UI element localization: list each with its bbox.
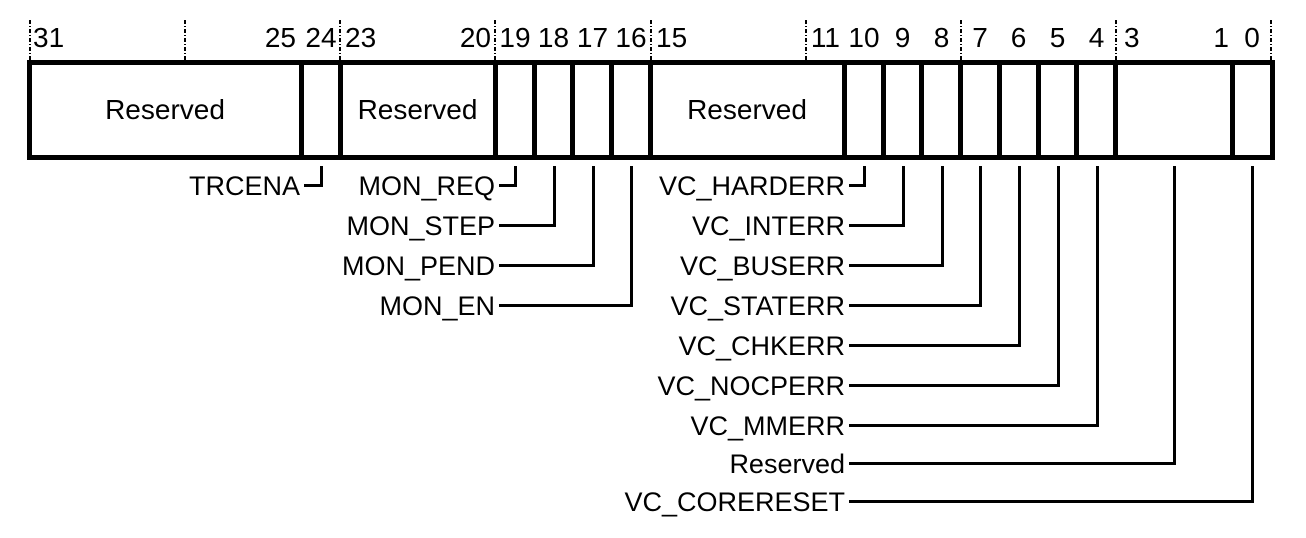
callout-line-vc-mmerr-v <box>1096 166 1099 427</box>
callout-label-mon-pend: MON_PEND <box>341 251 495 281</box>
callout-line-mon-step-v <box>553 166 556 227</box>
callout-label-trcena: TRCENA <box>188 171 300 201</box>
bit-number-20: 20 <box>459 22 491 53</box>
callout-label-vc-staterr: VC_STATERR <box>670 291 845 321</box>
bit-number-4: 4 <box>1088 22 1105 53</box>
callout-line-vc-nocperr-h <box>849 384 1060 387</box>
field-divider-b4 <box>1113 65 1118 155</box>
bit-number-23: 23 <box>345 22 377 53</box>
callout-line-vc-harderr-h <box>849 184 866 187</box>
bit-number-31: 31 <box>33 22 65 53</box>
ruler-tick-28 <box>184 20 186 62</box>
field-divider-b6 <box>1036 65 1041 155</box>
field-divider-b1 <box>1230 65 1235 155</box>
field-label-reserved-23-20: Reserved <box>357 94 478 125</box>
bit-number-16: 16 <box>615 22 647 53</box>
callout-line-vc-corereset-h <box>849 500 1254 503</box>
bit-number-5: 5 <box>1049 22 1066 53</box>
callout-line-vc-interr-v <box>902 166 905 227</box>
field-divider-b24 <box>338 65 343 155</box>
ruler-tick-0 <box>1270 20 1272 62</box>
ruler-tick-20 <box>494 20 496 62</box>
callout-label-mon-req: MON_REQ <box>358 171 495 201</box>
callout-line-mon-req-h <box>499 184 517 187</box>
ruler-tick-4 <box>1115 20 1117 62</box>
bit-number-10: 10 <box>848 22 880 53</box>
callout-line-mon-en-h <box>499 304 633 307</box>
callout-line-vc-chkerr-v <box>1018 166 1021 347</box>
callout-label-vc-chkerr: VC_CHKERR <box>678 331 845 361</box>
field-divider-b7 <box>997 65 1002 155</box>
callout-line-vc-buserr-h <box>849 264 944 267</box>
callout-line-mon-step-h <box>499 224 556 227</box>
callout-label-vc-nocperr: VC_NOCPERR <box>657 371 845 401</box>
callout-line-trcena-h <box>304 184 323 187</box>
callout-line-vc-corereset-v <box>1251 166 1254 503</box>
ruler-tick-12 <box>805 20 807 62</box>
ruler-tick-16 <box>650 20 652 62</box>
bit-number-18: 18 <box>537 22 570 53</box>
callout-line-vc-mmerr-h <box>849 424 1099 427</box>
callout-line-mon-en-v <box>630 166 633 307</box>
bit-number-8: 8 <box>933 22 950 53</box>
ruler-segment-15-11: 15 11 <box>656 20 840 56</box>
callout-label-vc-interr: VC_INTERR <box>691 211 845 241</box>
bit-number-17: 17 <box>576 22 609 53</box>
callout-line-reserved-3-1-h <box>849 462 1176 465</box>
bit-number-15: 15 <box>656 22 688 53</box>
bit-number-6: 6 <box>1010 22 1027 53</box>
ruler-segment-23-20: 23 20 <box>345 20 491 56</box>
ruler-tick-8 <box>960 20 962 62</box>
callout-line-vc-interr-h <box>849 224 905 227</box>
field-divider-b5 <box>1074 65 1079 155</box>
field-divider-b10 <box>881 65 886 155</box>
callout-label-reserved-3-1: Reserved <box>729 449 845 479</box>
callout-label-vc-harderr: VC_HARDERR <box>658 171 845 201</box>
bit-number-24: 24 <box>305 22 337 53</box>
bit-number-25: 25 <box>264 22 296 53</box>
bit-number-19: 19 <box>499 22 531 53</box>
field-divider-b8 <box>958 65 963 155</box>
callout-line-vc-chkerr-h <box>849 344 1021 347</box>
ruler-segment-3-1: 3 1 <box>1124 20 1229 56</box>
bit-number-1: 1 <box>1213 22 1229 53</box>
callout-line-vc-buserr-v <box>941 166 944 267</box>
field-divider-b20 <box>493 65 498 155</box>
field-label-reserved-31-25: Reserved <box>105 94 225 125</box>
callout-line-vc-nocperr-v <box>1057 166 1060 387</box>
callout-label-mon-step: MON_STEP <box>346 211 495 241</box>
bit-number-7: 7 <box>972 22 988 53</box>
field-divider-b19 <box>532 65 537 155</box>
field-divider-b11 <box>842 65 847 155</box>
field-divider-b16 <box>648 65 653 155</box>
callout-label-vc-corereset: VC_CORERESET <box>624 487 845 517</box>
bit-number-3: 3 <box>1124 22 1140 53</box>
bit-number-11: 11 <box>810 22 840 53</box>
ruler-segment-31-25: 31 25 <box>33 20 296 56</box>
callout-line-mon-req-v <box>514 166 517 187</box>
ruler-tick-32 <box>29 20 31 62</box>
callout-line-vc-harderr-v <box>863 166 866 187</box>
callout-label-vc-buserr: VC_BUSERR <box>679 251 845 281</box>
bit-number-0: 0 <box>1244 22 1260 53</box>
field-label-reserved-15-11: Reserved <box>687 94 807 125</box>
callout-label-mon-en: MON_EN <box>379 291 495 321</box>
callout-line-mon-pend-v <box>592 166 595 267</box>
field-divider-b25 <box>299 65 304 155</box>
callout-line-vc-staterr-v <box>979 166 982 307</box>
field-divider-b17 <box>609 65 614 155</box>
ruler-tick-24 <box>339 20 341 62</box>
callout-line-vc-staterr-h <box>849 304 982 307</box>
callout-line-mon-pend-h <box>499 264 595 267</box>
bit-number-9: 9 <box>894 22 911 53</box>
field-divider-b9 <box>919 65 924 155</box>
callout-line-trcena-v <box>320 166 323 187</box>
field-divider-b18 <box>570 65 575 155</box>
callout-line-reserved-3-1-v <box>1173 166 1176 465</box>
callout-label-vc-mmerr: VC_MMERR <box>690 411 845 441</box>
